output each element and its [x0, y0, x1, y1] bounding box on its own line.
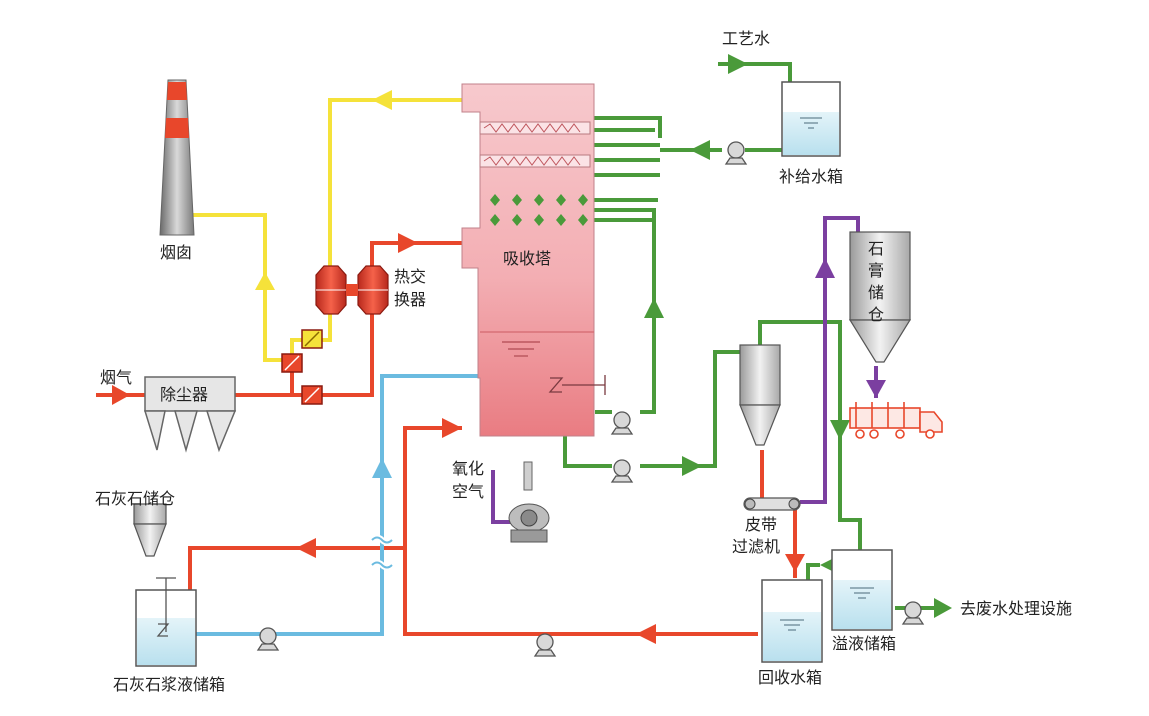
pump-icon: [610, 459, 634, 483]
clean-gas-arrow: [372, 90, 392, 110]
belt-filter-label-2: 过滤机: [732, 537, 780, 556]
truck: [849, 402, 943, 439]
limestone-silo: [133, 503, 167, 557]
gypsum-up-arrow: [815, 258, 835, 278]
process-water-label: 工艺水: [722, 29, 770, 48]
clean-gas-line: [192, 98, 462, 362]
limestone-silo-label: 石灰石储仓: [95, 489, 175, 508]
heat-exchanger: [315, 265, 389, 315]
hydrocyclone: [739, 344, 781, 446]
absorber-label: 吸收塔: [503, 249, 551, 268]
belt-filter-label-1: 皮带: [745, 515, 777, 534]
slurry-return-arrow: [442, 418, 462, 438]
gypsum-silo-label-4: 仓: [868, 305, 884, 324]
flue-gas-arrow-2: [398, 233, 418, 253]
limestone-slurry-tank: [135, 577, 197, 667]
filter-down-arrow: [785, 554, 805, 572]
recovery-water-tank: [761, 579, 823, 663]
pump-icon: [533, 633, 557, 657]
gypsum-silo: [848, 231, 912, 363]
overflow-tank-label: 溢液储箱: [832, 634, 896, 653]
flue-gas-inlet-arrow: [112, 385, 130, 405]
overflow-tank: [831, 549, 893, 631]
dust-collector: [143, 376, 237, 453]
makeup-water-tank: [781, 81, 841, 157]
water-arrow-2: [690, 140, 710, 160]
slurry-up-arrow: [372, 458, 392, 478]
limestone-slurry-line: [196, 374, 480, 636]
makeup-tank-label: 补给水箱: [779, 167, 843, 186]
recovery-tank-label: 回收水箱: [758, 668, 822, 687]
gypsum-silo-label-2: 膏: [868, 261, 884, 280]
heat-exchanger-label-1: 热交: [394, 267, 426, 286]
chimney-label: 烟囱: [160, 243, 192, 262]
belt-filter: [743, 497, 801, 511]
water-up-arrow: [644, 298, 664, 318]
slurry-feed-arrow: [296, 538, 316, 558]
absorber-tower: [461, 83, 606, 437]
water-inlet-arrow: [728, 54, 748, 74]
oxidation-blower: [508, 461, 550, 543]
gas-fittings: [281, 329, 323, 405]
flue-gas-label: 烟气: [100, 368, 132, 387]
heat-exchanger-label-2: 换器: [394, 290, 426, 309]
pump-icon: [610, 411, 634, 435]
pump-icon: [256, 627, 280, 651]
clean-gas-arrow-2: [255, 272, 275, 290]
pump-icon: [724, 141, 748, 165]
gypsum-silo-label-1: 石: [868, 239, 884, 258]
wastewater-arrow: [934, 598, 952, 618]
oxidation-air-label-2: 空气: [452, 482, 484, 501]
gypsum-silo-label-3: 储: [868, 283, 884, 302]
water-down-arrow: [830, 420, 850, 440]
oxidation-air-label-1: 氧化: [452, 459, 484, 478]
flue-gas-line: [96, 241, 797, 636]
pump-icon: [901, 601, 925, 625]
limestone-slurry-tank-label: 石灰石浆液储箱: [113, 675, 225, 694]
water-arrow-3: [682, 456, 702, 476]
recovery-arrow: [636, 624, 656, 644]
wastewater-label: 去废水处理设施: [960, 599, 1072, 618]
dust-collector-label: 除尘器: [160, 385, 208, 404]
gypsum-down-arrow: [866, 380, 886, 398]
crossing-marks: [369, 534, 395, 571]
chimney: [159, 79, 195, 236]
